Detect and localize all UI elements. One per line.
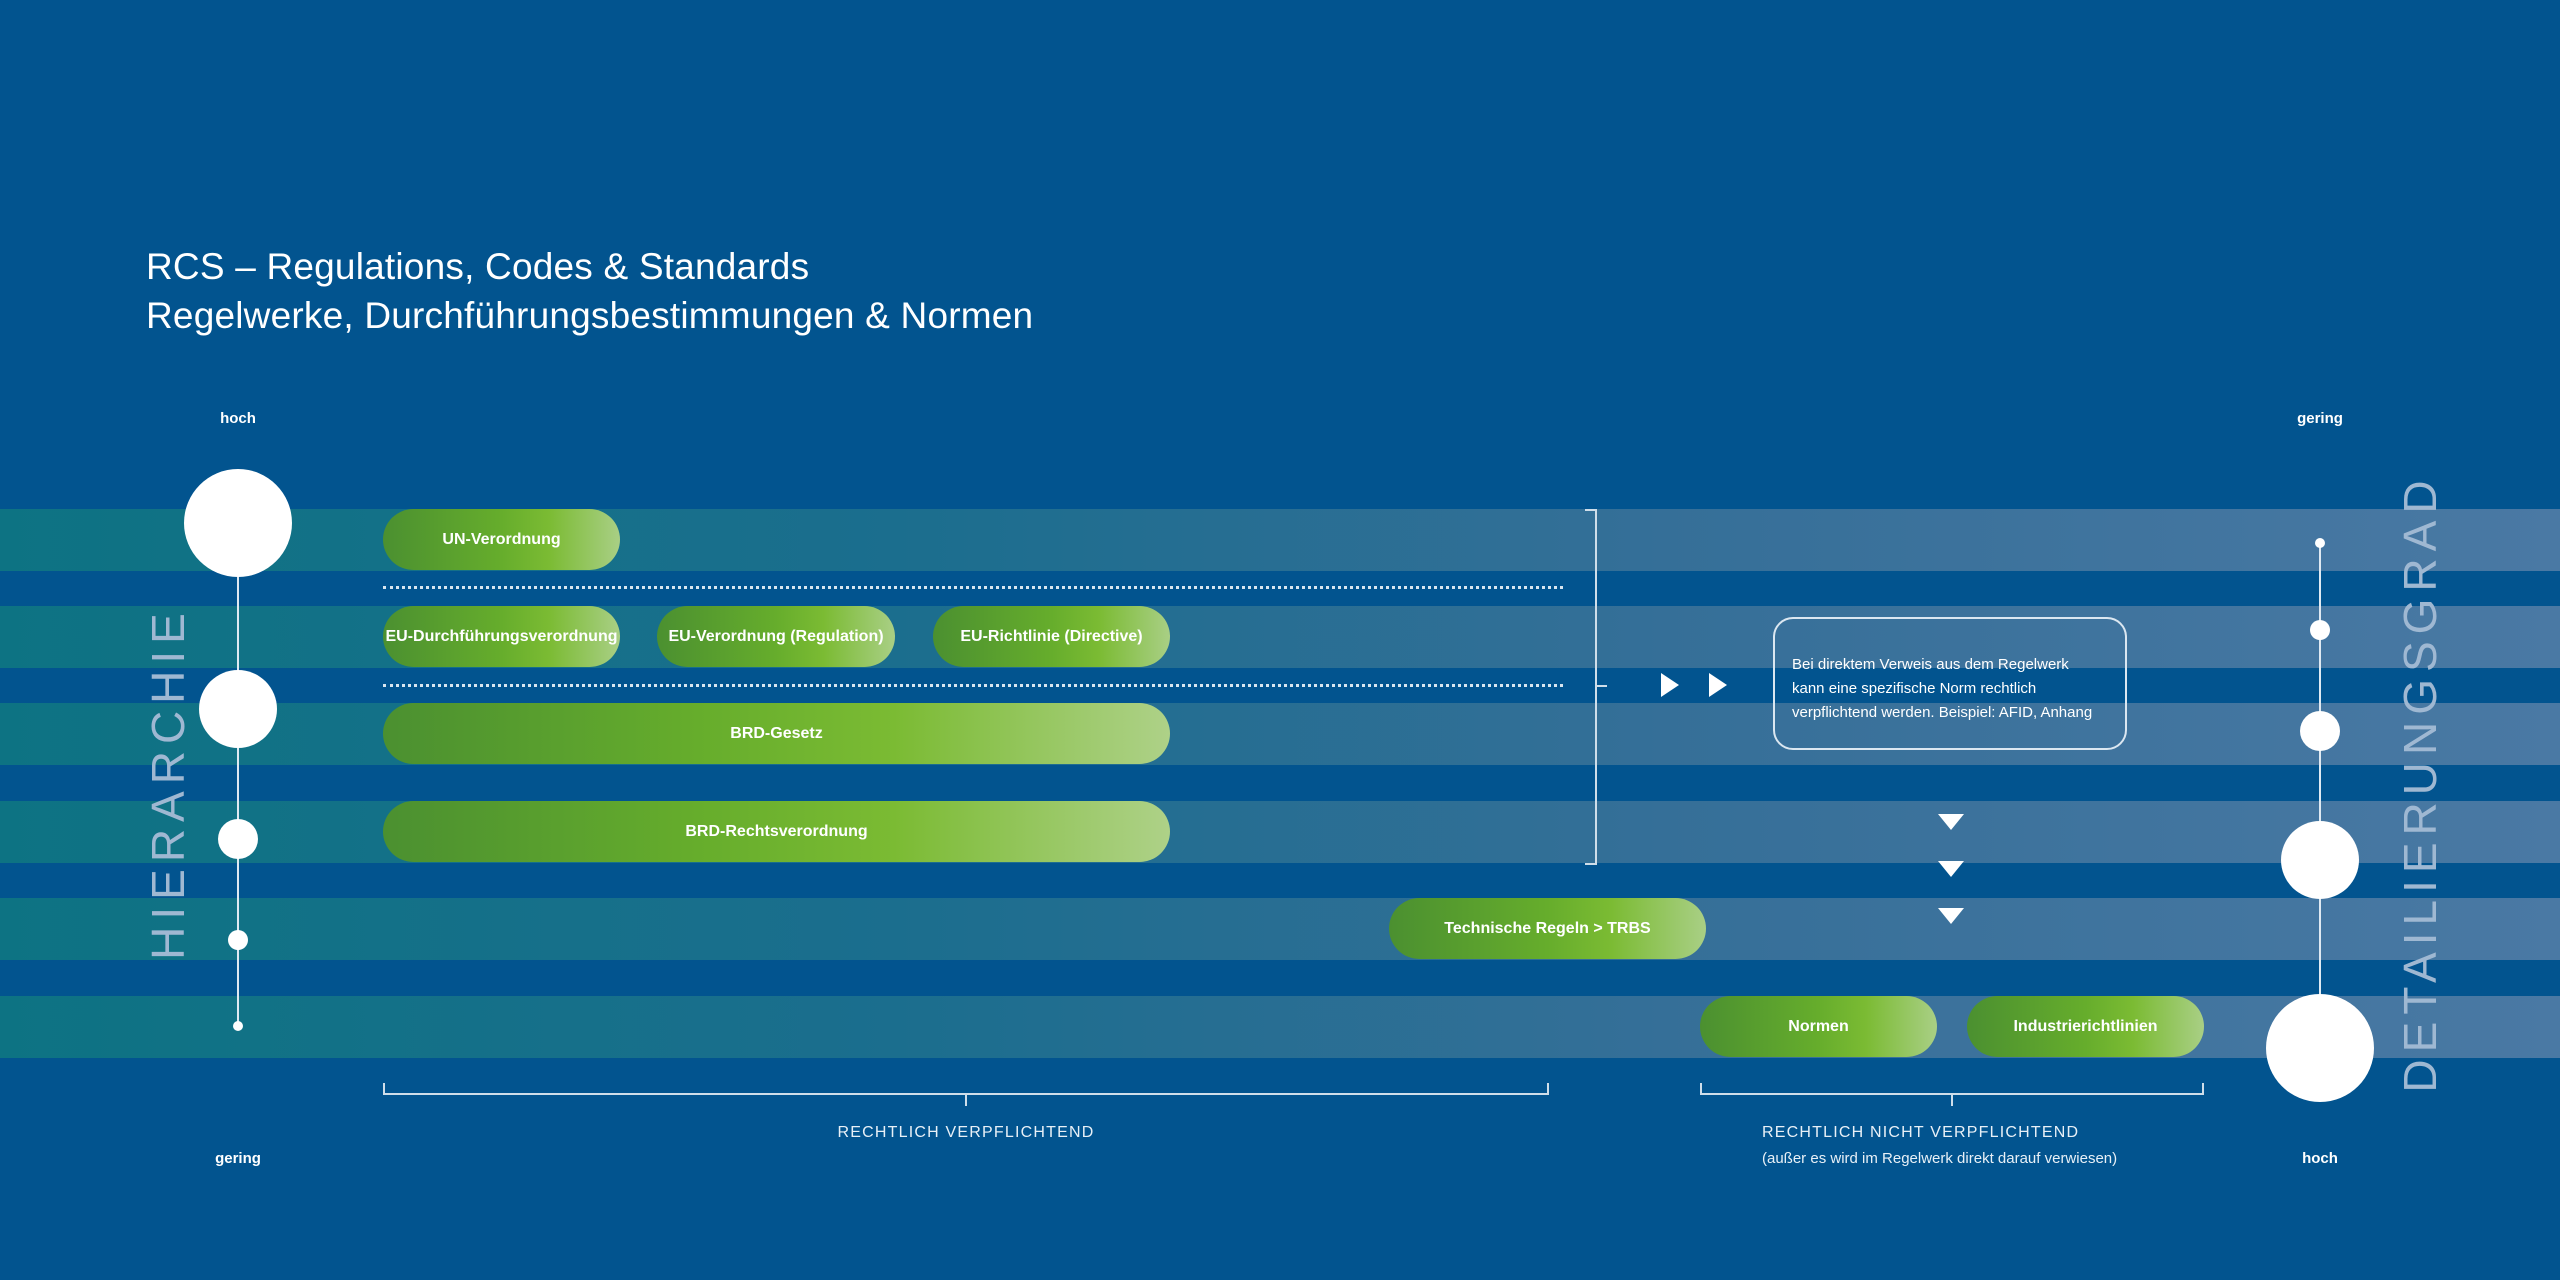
left-axis-dot-4 bbox=[228, 930, 248, 950]
right-axis-dot-4 bbox=[2281, 821, 2359, 899]
pill-normen: Normen bbox=[1700, 996, 1937, 1057]
binding-range-tick bbox=[965, 1095, 967, 1106]
right-axis-dot-5 bbox=[2266, 994, 2374, 1102]
pill-brd-rechtsverordnung: BRD-Rechtsverordnung bbox=[383, 801, 1170, 862]
arrow-down-icon bbox=[1938, 908, 1964, 924]
info-box-line-1: Bei direktem Verweis aus dem Regelwerk bbox=[1792, 656, 2069, 673]
left-axis-line bbox=[237, 523, 239, 1026]
page-title: RCS – Regulations, Codes & Standards bbox=[146, 246, 810, 287]
left-axis-dot-3 bbox=[218, 819, 258, 859]
separator-dotted-2 bbox=[383, 684, 1563, 687]
left-axis-dot-5 bbox=[233, 1021, 243, 1031]
binding-range-bracket bbox=[383, 1083, 1549, 1095]
left-axis-dot-2 bbox=[199, 670, 277, 748]
pill-industrierichtlinien: Industrierichtlinien bbox=[1967, 996, 2204, 1057]
non-binding-range-bracket bbox=[1700, 1083, 2204, 1095]
pill-eu-richtlinie: EU-Richtlinie (Directive) bbox=[933, 606, 1170, 667]
pill-brd-gesetz: BRD-Gesetz bbox=[383, 703, 1170, 764]
arrow-right-icon bbox=[1709, 673, 1727, 697]
arrow-down-icon bbox=[1938, 861, 1964, 877]
right-axis-bottom-label: hoch bbox=[2302, 1150, 2338, 1167]
right-axis-dot-3 bbox=[2300, 711, 2340, 751]
right-axis-dot-1 bbox=[2315, 538, 2325, 548]
right-axis-line bbox=[2319, 543, 2321, 1048]
separator-dotted-1 bbox=[383, 586, 1563, 589]
pill-eu-verordnung: EU-Verordnung (Regulation) bbox=[657, 606, 895, 667]
info-box-line-2: kann eine spezifische Norm rechtlich bbox=[1792, 680, 2037, 697]
bracket-tick bbox=[1597, 685, 1607, 687]
caption-non-binding-note: (außer es wird im Regelwerk direkt darau… bbox=[1762, 1150, 2118, 1167]
pill-technische-regeln: Technische Regeln > TRBS bbox=[1389, 898, 1706, 959]
left-axis-bottom-label: gering bbox=[215, 1150, 261, 1167]
arrow-right-icon bbox=[1661, 673, 1679, 697]
info-box: Bei direktem Verweis aus dem Regelwerk k… bbox=[1773, 617, 2127, 750]
band-technische-regeln bbox=[0, 898, 2560, 960]
left-axis-dot-1 bbox=[184, 469, 292, 577]
caption-binding: RECHTLICH VERPFLICHTEND bbox=[837, 1124, 1095, 1141]
right-axis-label-detailierungsgrad: DETAILIERUNGSGRAD bbox=[2394, 473, 2446, 1093]
legal-levels-bracket bbox=[1585, 509, 1597, 865]
caption-non-binding: RECHTLICH NICHT VERPFLICHTEND bbox=[1762, 1124, 2080, 1141]
info-box-line-3: verpflichtend werden. Beispiel: AFID, An… bbox=[1792, 704, 2093, 721]
right-axis-dot-2 bbox=[2310, 620, 2330, 640]
pill-eu-durchfuehrungsverordnung: EU-Durchführungsverordnung bbox=[383, 606, 620, 667]
left-axis-label-hierarchie: HIERARCHIE bbox=[142, 606, 194, 960]
page-subtitle: Regelwerke, Durchführungsbestimmungen & … bbox=[146, 295, 1034, 336]
pill-un-verordnung: UN-Verordnung bbox=[383, 509, 620, 570]
right-axis-top-label: gering bbox=[2297, 410, 2343, 427]
arrow-down-icon bbox=[1938, 814, 1964, 830]
left-axis-top-label: hoch bbox=[220, 410, 256, 427]
non-binding-range-tick bbox=[1951, 1095, 1953, 1106]
